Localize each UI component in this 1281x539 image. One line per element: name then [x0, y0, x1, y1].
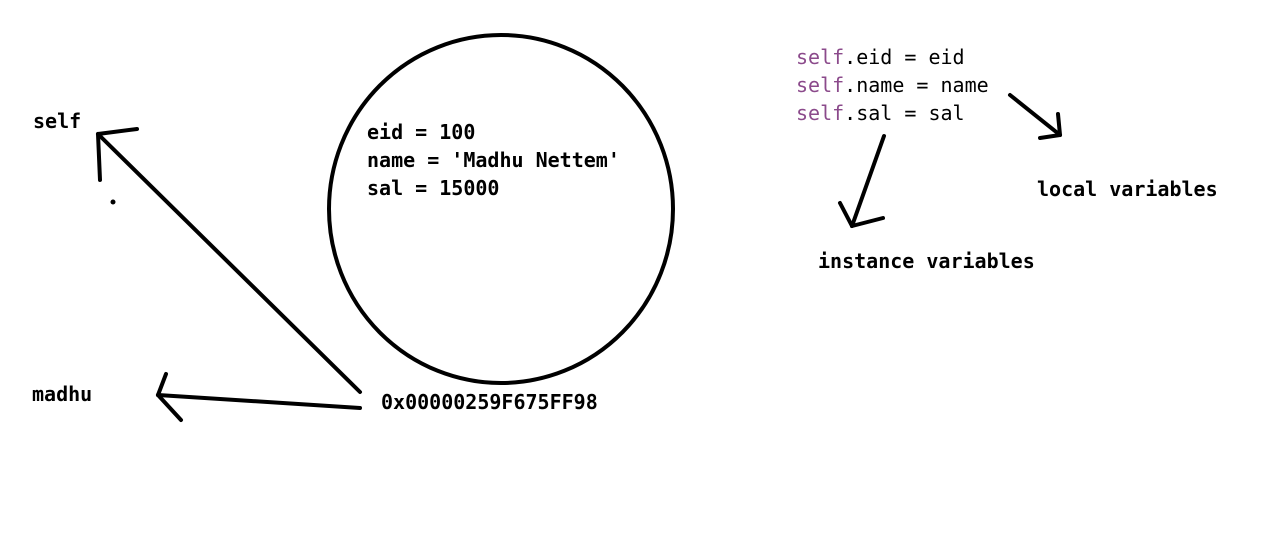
instance-variables-label: instance variables	[818, 249, 1035, 273]
code-rest: .sal = sal	[844, 101, 965, 125]
object-attribute-name: name = 'Madhu Nettem'	[367, 148, 620, 172]
arrow-to-local-variables	[1008, 93, 1062, 140]
object-attribute-eid: eid = 100	[367, 120, 476, 144]
object-circle	[327, 33, 675, 385]
stray-dot	[110, 199, 116, 205]
code-keyword: self	[796, 73, 845, 97]
code-line-eid: self.eid = eid	[796, 43, 965, 71]
code-rest: .name = name	[844, 73, 989, 97]
object-attribute-sal: sal = 15000	[367, 176, 500, 200]
code-keyword: self	[796, 45, 845, 69]
code-line-name: self.name = name	[796, 71, 989, 99]
memory-address: 0x00000259F675FF98	[381, 390, 598, 414]
self-label: self	[33, 109, 82, 133]
local-variables-label: local variables	[1037, 177, 1218, 201]
arrow-address-to-self	[96, 127, 362, 394]
madhu-label: madhu	[32, 382, 93, 406]
arrow-address-to-madhu	[156, 372, 362, 422]
code-rest: .eid = eid	[844, 45, 965, 69]
code-keyword: self	[796, 101, 845, 125]
code-line-sal: self.sal = sal	[796, 99, 965, 127]
arrow-to-instance-variables	[838, 134, 886, 228]
